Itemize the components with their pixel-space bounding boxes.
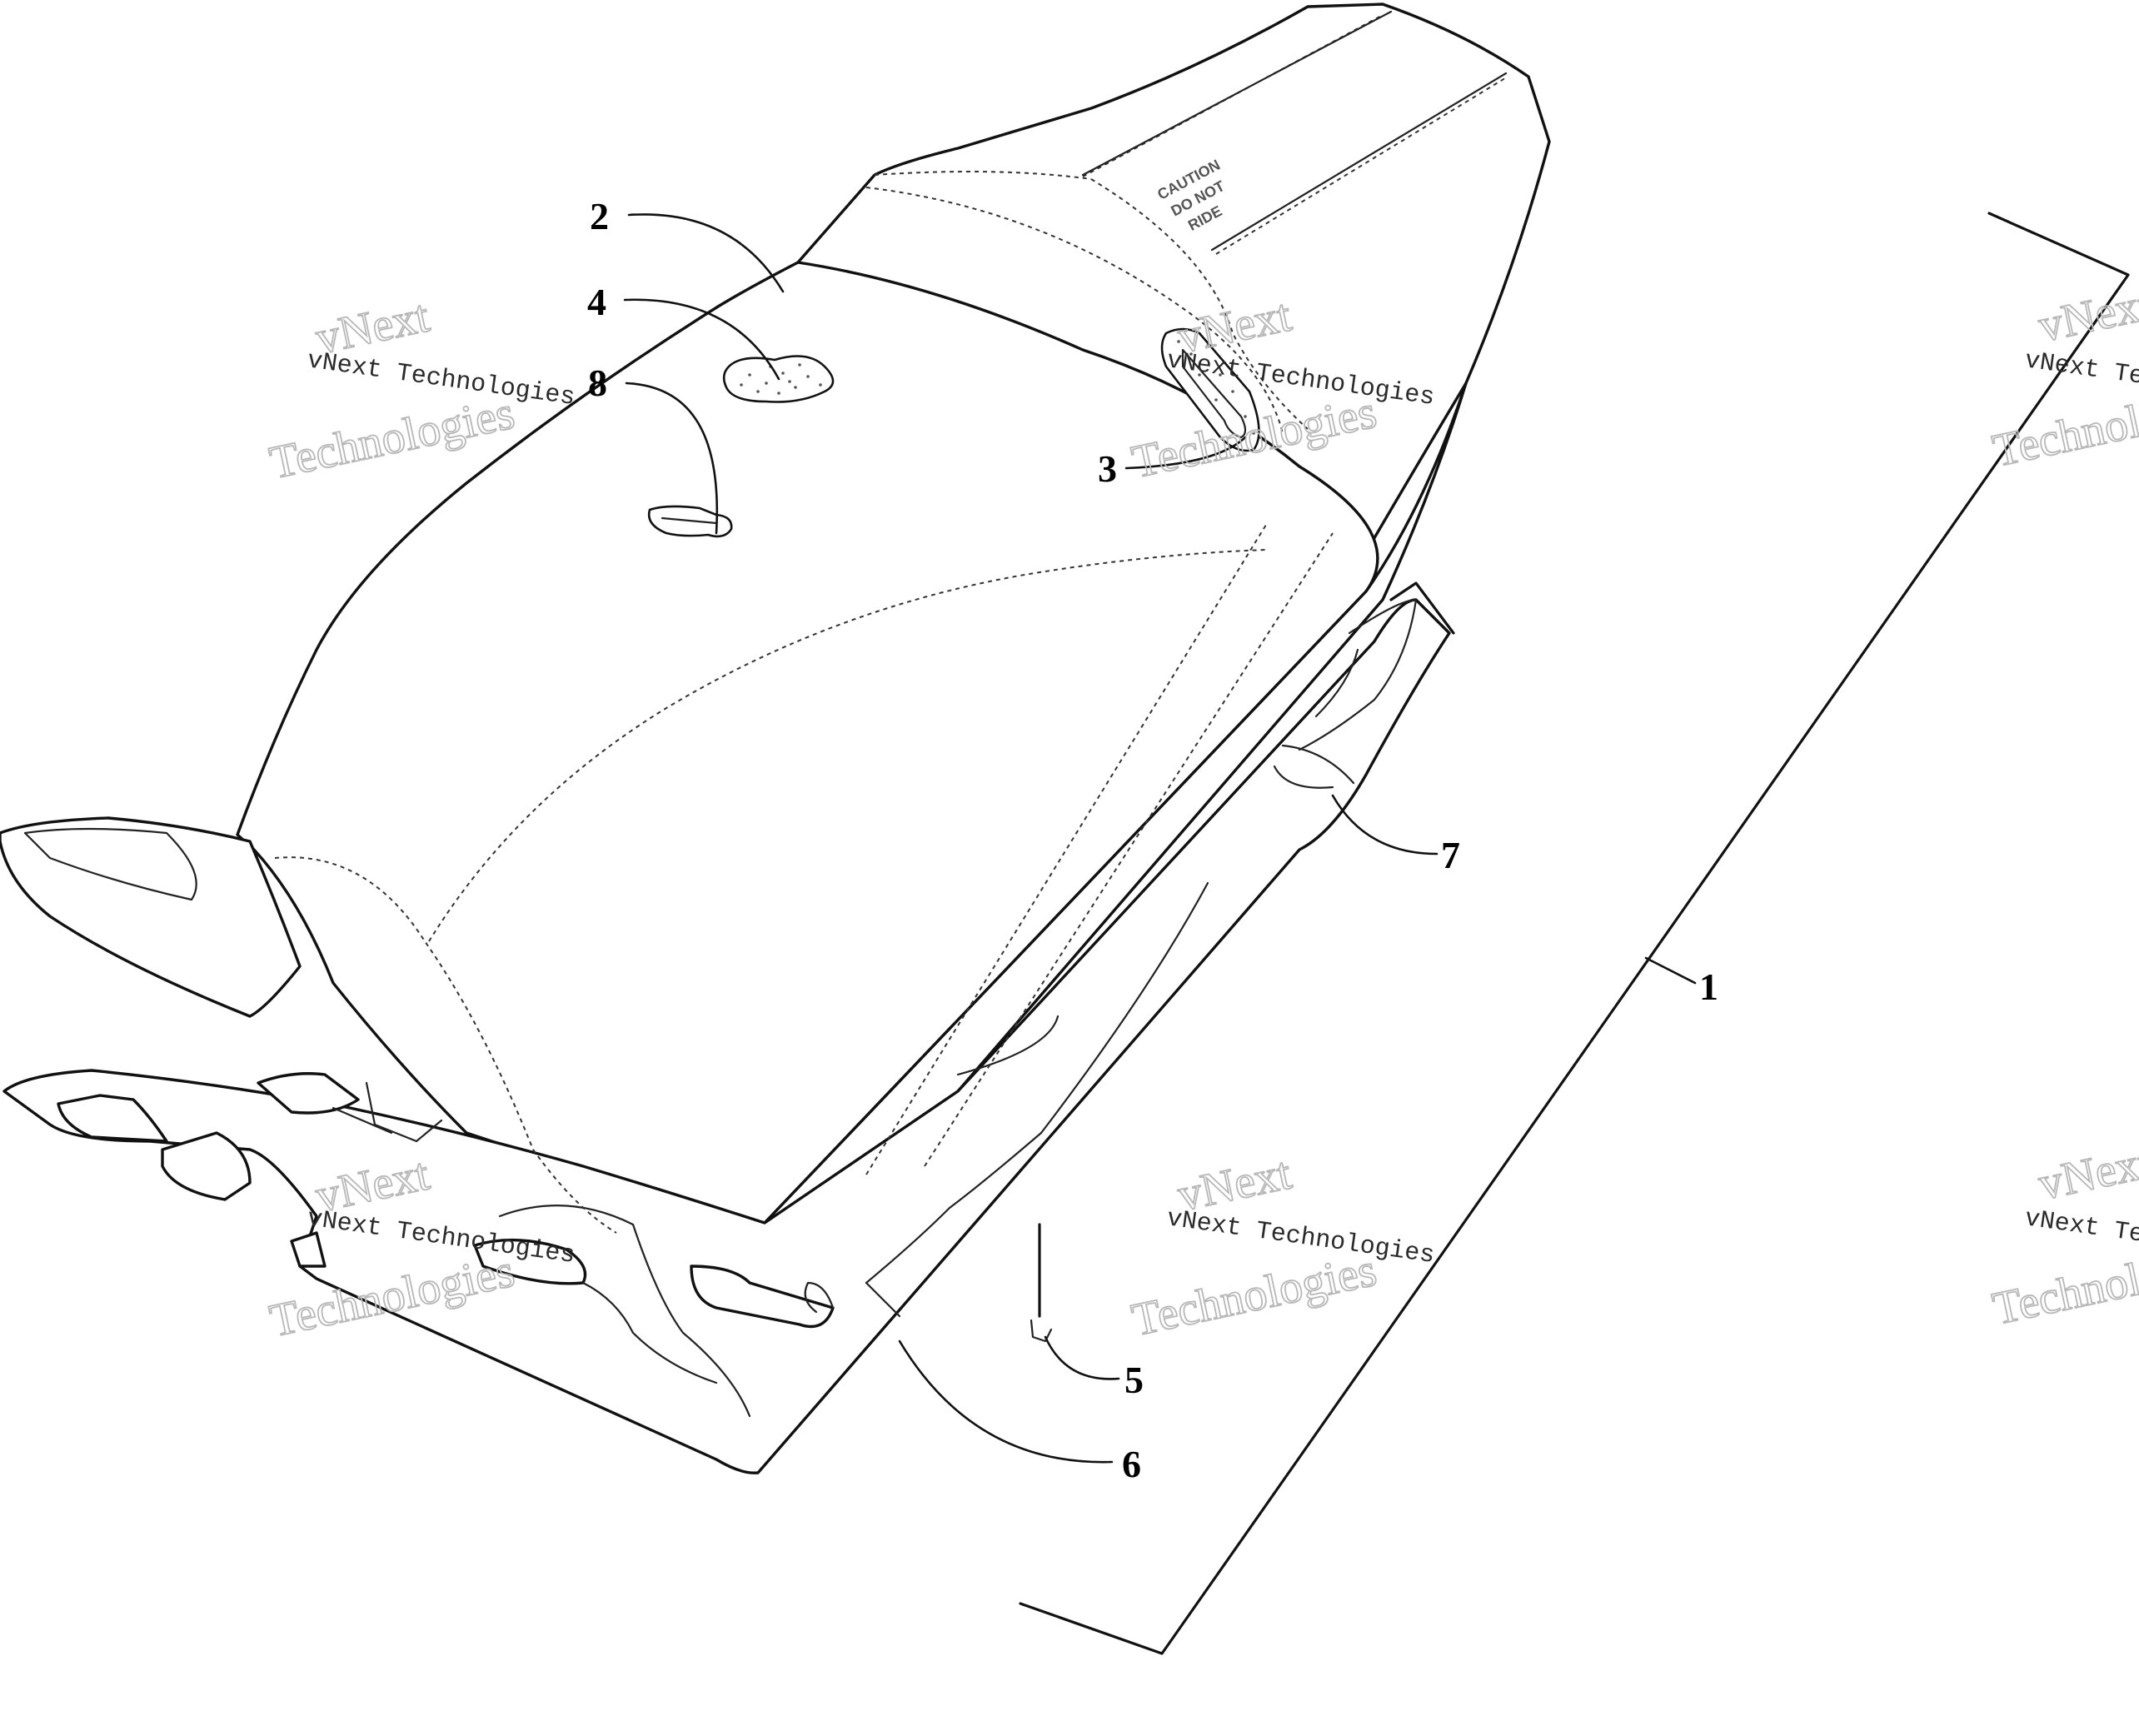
callouts: 1 2 3 4 5 6 7 8: [587, 195, 1718, 1485]
callout-1: 1: [1699, 965, 1718, 1008]
leader-2: [627, 213, 785, 293]
callout-4: 4: [587, 281, 606, 323]
leader-5: [1044, 1335, 1120, 1380]
callout-6: 6: [1122, 1443, 1141, 1485]
leader-6: [898, 1339, 1114, 1464]
watermark-3-big-line1: vNext: [2034, 278, 2139, 352]
assembly-bracket: [1019, 212, 2130, 1655]
callout-7: 7: [1441, 834, 1460, 876]
callout-5: 5: [1124, 1359, 1144, 1401]
watermark-6-big-line2: Technologies: [1988, 1233, 2139, 1335]
stitch-line-1: [865, 187, 1284, 434]
front-bracket: [57, 1094, 168, 1143]
seat-base-pan: [2, 598, 1451, 1474]
callout-8: 8: [588, 362, 607, 404]
callout-3: 3: [1098, 447, 1117, 490]
watermark-3-big-line2: Technologies: [1988, 375, 2139, 477]
leader-lines: [623, 213, 1697, 1464]
callout-2: 2: [590, 195, 609, 237]
leader-7: [1331, 794, 1438, 856]
leader-8: [625, 382, 719, 535]
pad-item-3: [1160, 327, 1260, 452]
leader-4: [623, 298, 780, 381]
clip-item-5: [1030, 1319, 1053, 1343]
watermark-6-big-line1: vNext: [2034, 1136, 2139, 1210]
seat-rear-hump: [796, 2, 1551, 618]
leader-3: [1124, 436, 1247, 470]
seat-grab-handle: [690, 1265, 835, 1329]
stitch-line-2: [428, 549, 1267, 942]
leader-1: [1644, 956, 1697, 985]
watermark-5-big-line2: Technologies: [1128, 1245, 1381, 1347]
seat-assembly: CAUTION DO NOT RIDE: [0, 2, 1551, 1474]
